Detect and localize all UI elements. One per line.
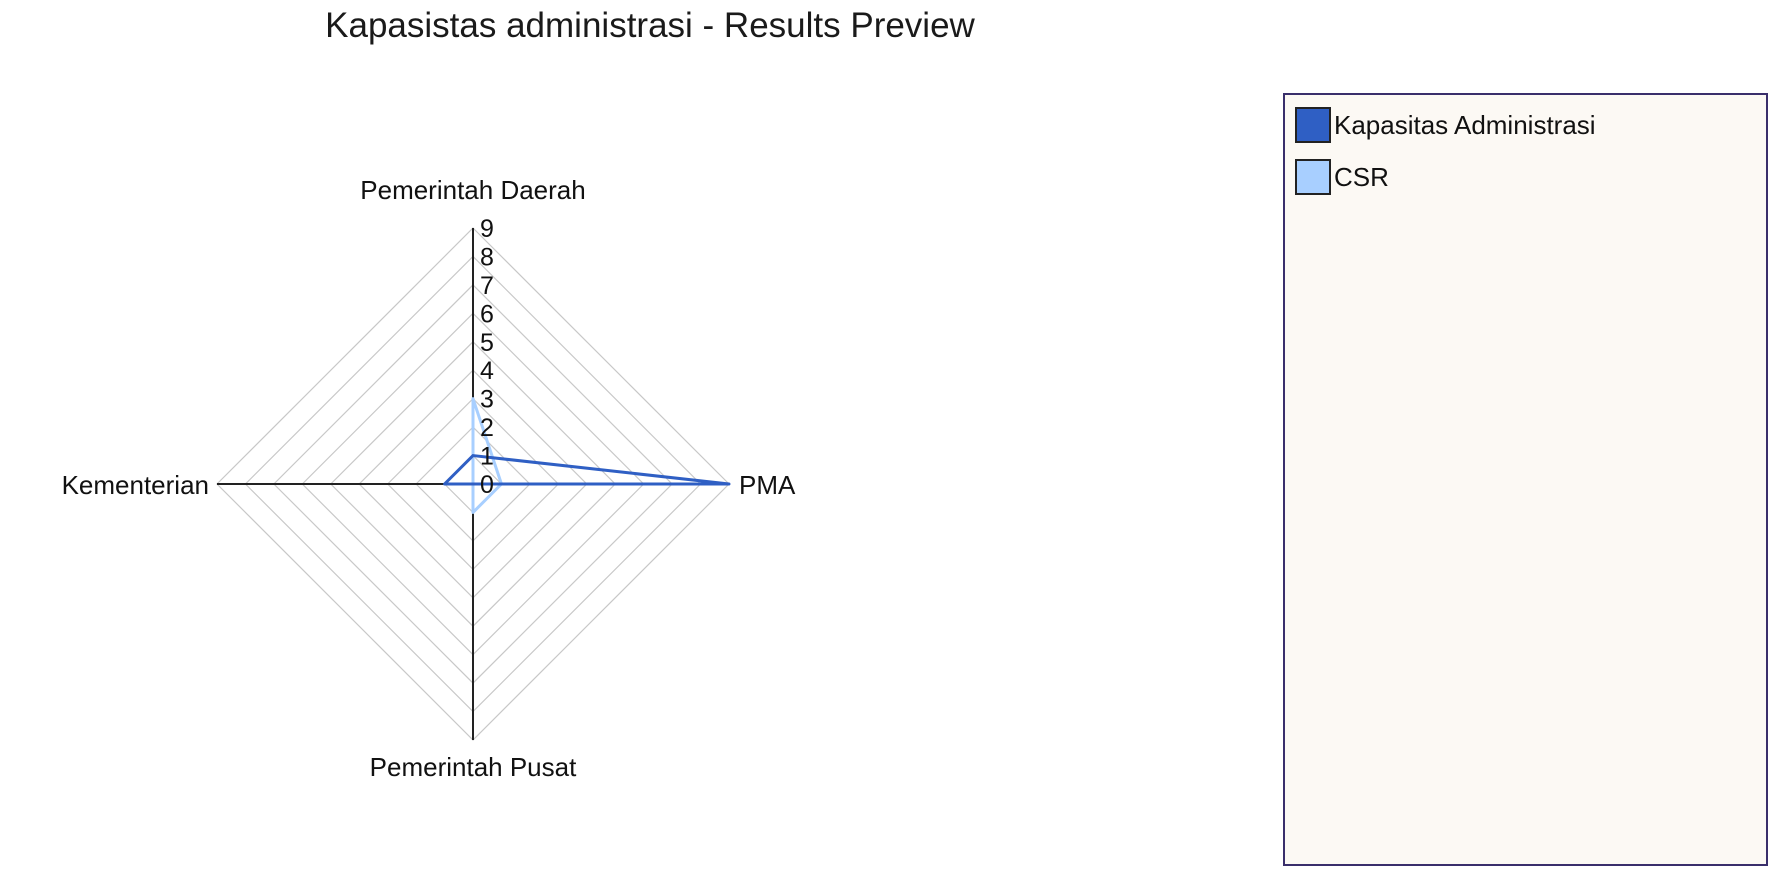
tick-label: 9 [480, 215, 494, 243]
legend-item-csr[interactable]: CSR [1295, 157, 1389, 197]
tick-label: 4 [480, 357, 494, 385]
series-kapasitas-administrasi [443, 454, 731, 486]
tick-label: 2 [480, 414, 494, 442]
tick-label: 7 [480, 272, 494, 300]
legend-swatch [1295, 107, 1331, 143]
tick-label: 0 [480, 471, 494, 499]
legend-item-kapasitas-administrasi[interactable]: Kapasitas Administrasi [1295, 105, 1596, 145]
legend-label: CSR [1334, 161, 1389, 192]
axis-label: Kementerian [62, 470, 209, 500]
chart-title: Kapasistas administrasi - Results Previe… [325, 6, 975, 45]
axis-label: Pemerintah Daerah [360, 175, 585, 205]
radar-series [443, 397, 731, 514]
tick-label: 8 [480, 243, 494, 271]
axis-label: Pemerintah Pusat [370, 752, 577, 782]
axis-label: PMA [739, 470, 796, 500]
tick-label: 6 [480, 300, 494, 328]
legend-swatch [1295, 159, 1331, 195]
tick-label: 3 [480, 386, 494, 414]
legend-label: Kapasitas Administrasi [1334, 109, 1596, 140]
tick-label: 1 [480, 443, 494, 471]
tick-label: 5 [480, 329, 494, 357]
legend: Kapasitas Administrasi CSR [1283, 93, 1768, 866]
